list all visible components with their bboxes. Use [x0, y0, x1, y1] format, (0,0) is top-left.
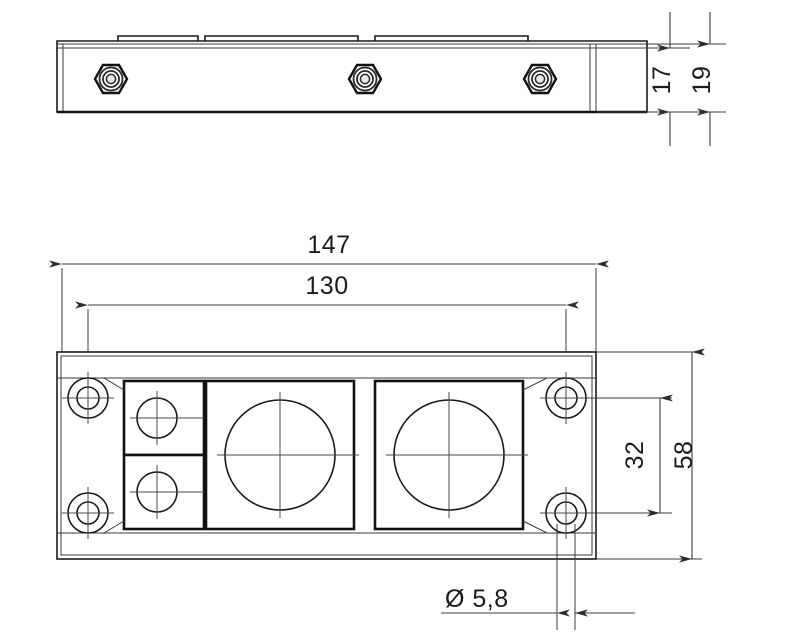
- dimension-height-17: 17: [648, 12, 676, 146]
- dim-147-label: 147: [307, 231, 350, 259]
- side-view-terminal-nut-3: [522, 63, 558, 95]
- terminal-tab-1: [117, 35, 199, 41]
- terminal-tab-2: [204, 35, 359, 41]
- chamfer-left-lower: [57, 520, 125, 534]
- nut-ring-outer: [352, 66, 378, 92]
- dim-130-label: 130: [305, 272, 348, 300]
- nut-ring-outer: [98, 66, 124, 92]
- baseplate-inner-offset: [60, 355, 593, 556]
- mounting-hole-bottom-right: [540, 487, 592, 539]
- dimension-height-19: 19: [688, 12, 716, 146]
- dim-diameter-label: Ø 5,8: [445, 585, 509, 613]
- top-view: 147 130: [49, 231, 705, 630]
- top-view-large-terminal-block-1: [204, 379, 359, 531]
- side-view: 17 19: [56, 12, 726, 146]
- nut-ring-outer: [527, 66, 553, 92]
- nut-ring-mid: [531, 70, 549, 88]
- nut-ring-mid: [102, 70, 120, 88]
- nut-core: [534, 73, 546, 85]
- nut-ring-mid: [356, 70, 374, 88]
- dimension-pitch-32: 32: [621, 394, 673, 517]
- top-view-large-terminal-block-2: [373, 379, 528, 531]
- dimension-width-58: 58: [670, 348, 705, 563]
- nut-core: [105, 73, 117, 85]
- dim-32-label: 32: [621, 441, 649, 470]
- dim-58-label: 58: [670, 441, 698, 470]
- mounting-hole-bottom-left: [62, 487, 114, 539]
- chamfer-right-lower: [522, 520, 596, 534]
- side-view-terminal-nut-2: [347, 63, 383, 95]
- mounting-hole-top-right: [540, 372, 592, 424]
- top-view-right-chamfers: [522, 377, 596, 534]
- mounting-hole-top-left: [62, 372, 114, 424]
- terminal-tab-3: [374, 35, 529, 41]
- dim-19-label: 19: [688, 66, 716, 95]
- nut-core: [359, 73, 371, 85]
- dim-17-label: 17: [648, 66, 676, 95]
- dimension-hole-diameter: Ø 5,8: [441, 524, 635, 630]
- side-view-terminal-tabs: [117, 35, 529, 41]
- chamfer-left-upper: [57, 377, 125, 391]
- side-view-terminal-nut-1: [93, 63, 129, 95]
- top-view-small-terminal-block: [57, 377, 206, 534]
- chamfer-right-upper: [522, 377, 596, 391]
- dimension-length-147: 147: [49, 231, 609, 352]
